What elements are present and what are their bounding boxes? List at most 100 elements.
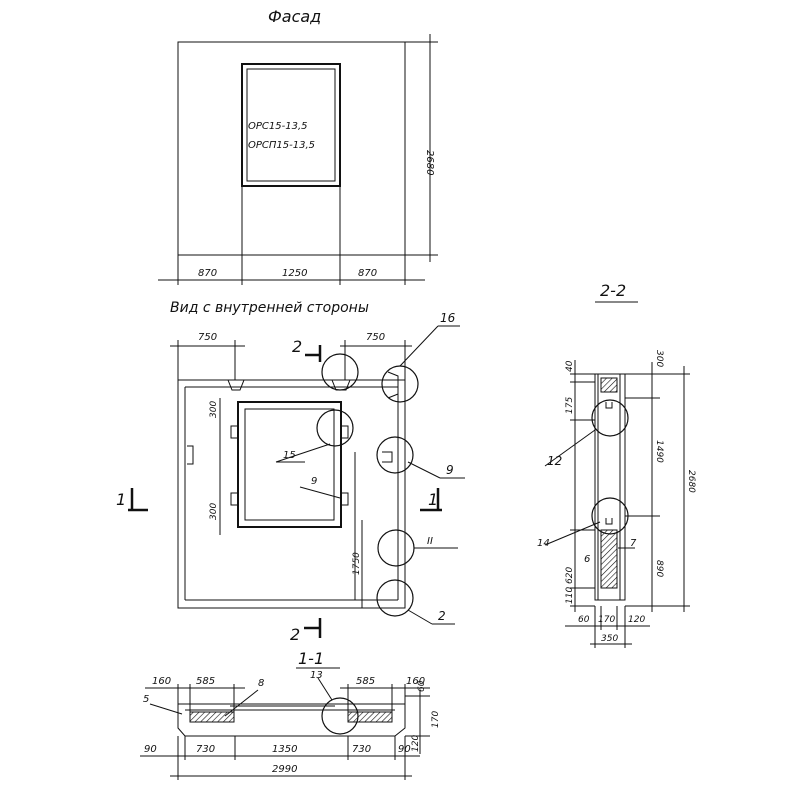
callout-circle-a (321, 353, 359, 391)
s11-dim-60: 60 (417, 680, 427, 692)
inside-view-title: Вид с внутренней стороны (170, 300, 369, 316)
section-2-2: 2-2 300 1490 890 2680 40 175 (537, 281, 696, 648)
callout-II: II (427, 536, 433, 547)
left-notch (187, 445, 194, 465)
callout-2: 2 (438, 609, 446, 623)
s11-dim-170: 170 (431, 711, 441, 728)
callout-9b: 9 (446, 463, 454, 477)
inside-window-outer (237, 401, 342, 528)
facade-mark-1: ОРС15-13,5 (248, 121, 307, 132)
anchor-right-bottom (340, 492, 349, 506)
callout-16: 16 (440, 311, 456, 325)
s11-dim-2990: 2990 (272, 764, 297, 775)
s11-leader-5 (149, 703, 183, 715)
facade-title: Фасад (268, 7, 321, 26)
callout-circle-d (376, 436, 414, 474)
s11-dim-1350: 1350 (272, 744, 297, 755)
leader-9b (407, 461, 441, 479)
s11-leader-13 (317, 677, 333, 701)
s11-dim-160a: 160 (152, 676, 171, 687)
leader-9a (299, 486, 341, 499)
s11-callout-5: 5 (143, 694, 149, 705)
facade-window-outer (241, 63, 341, 187)
s22-dim-620: 620 (565, 567, 575, 584)
callout-circle-e (377, 529, 415, 567)
cut-1-right-label: 1 (428, 490, 438, 509)
s22-dim-60: 60 (578, 615, 590, 625)
section-1-1: 1-1 160 585 585 160 60 170 120 (140, 649, 441, 780)
section-22-title: 2-2 (600, 281, 626, 300)
s11-dim-120: 120 (411, 735, 421, 752)
section-11-insulation-right (347, 711, 393, 723)
facade-dim-height: 2680 (424, 150, 435, 175)
s11-dim-585b: 585 (356, 676, 375, 687)
section-11-insulation-left (189, 711, 235, 723)
callout-9a: 9 (311, 476, 317, 487)
inside-dim-win-top: 300 (209, 401, 219, 418)
s22-callout-6: 6 (584, 554, 590, 565)
facade-window-inner (246, 68, 336, 182)
detail-a (331, 379, 351, 391)
section-11-title: 1-1 (298, 649, 324, 668)
top-notch (227, 379, 245, 391)
s11-dim-585a: 585 (196, 676, 215, 687)
callout-circle-c (316, 409, 354, 447)
section-22-top-insulation (600, 377, 618, 393)
anchor-right-top (340, 425, 349, 439)
detail-b (387, 371, 399, 399)
inside-dim-top-left: 750 (198, 332, 217, 343)
leader-2 (407, 609, 433, 625)
anchor-left-bottom (230, 492, 239, 506)
inside-panel (177, 379, 406, 609)
s22-dim-40: 40 (565, 360, 575, 372)
inside-window-inner (244, 408, 335, 521)
section-22-callout-bottom (591, 497, 629, 535)
facade-view: Фасад ОРС15-13,5 ОРСП15-13,5 2680 870 12… (158, 7, 438, 285)
inside-dim-win-bot: 300 (209, 503, 219, 520)
section-22-window-slot-bot (605, 518, 613, 525)
s22-dim-175: 175 (565, 397, 575, 414)
s11-callout-13: 13 (310, 670, 323, 681)
leader-16 (399, 325, 439, 367)
inside-dim-lower: 1750 (352, 552, 362, 575)
section-22-window-slot-top (605, 402, 613, 409)
anchor-left-top (230, 425, 239, 439)
s11-dim-90a: 90 (144, 744, 157, 755)
s11-dim-730a: 730 (196, 744, 215, 755)
inside-view: Вид с внутренней стороны 750 750 300 300 (116, 300, 465, 644)
detail-d (382, 451, 393, 463)
s22-callout-7: 7 (630, 538, 637, 549)
s22-dim-2680: 2680 (686, 470, 696, 493)
s22-dim-120: 120 (628, 615, 645, 625)
s22-callout-14: 14 (537, 538, 550, 549)
s11-leader-8 (224, 689, 259, 717)
cut-2-top-label: 2 (292, 337, 302, 356)
s22-dim-170: 170 (598, 615, 615, 625)
s11-dim-160b: 160 (406, 676, 425, 687)
s11-dim-90b: 90 (398, 744, 411, 755)
callout-circle-b (381, 365, 419, 403)
facade-dim-right: 870 (358, 268, 377, 279)
s22-leader-14 (544, 521, 601, 546)
callout-15: 15 (283, 450, 296, 461)
cut-2-bottom-label: 2 (290, 625, 300, 644)
s22-dim-350: 350 (601, 634, 618, 644)
s22-dim-1490: 1490 (654, 440, 664, 463)
s22-dim-110: 110 (565, 587, 575, 604)
facade-panel (177, 41, 406, 256)
s22-dim-300: 300 (654, 350, 664, 367)
leader-15 (275, 443, 331, 463)
s22-dim-890: 890 (654, 560, 664, 577)
s11-callout-8: 8 (258, 678, 264, 689)
section-11-callout-circle (321, 697, 359, 735)
s11-dim-730b: 730 (352, 744, 371, 755)
cut-1-left-label: 1 (116, 490, 126, 509)
section-22-insulation (600, 529, 618, 589)
section-22-callout-top (591, 399, 629, 437)
s22-callout-12: 12 (547, 454, 562, 468)
section-22-body (594, 373, 626, 601)
facade-dim-left: 870 (198, 268, 217, 279)
s22-leader-12 (544, 429, 596, 467)
facade-mark-2: ОРСП15-13,5 (248, 140, 315, 151)
